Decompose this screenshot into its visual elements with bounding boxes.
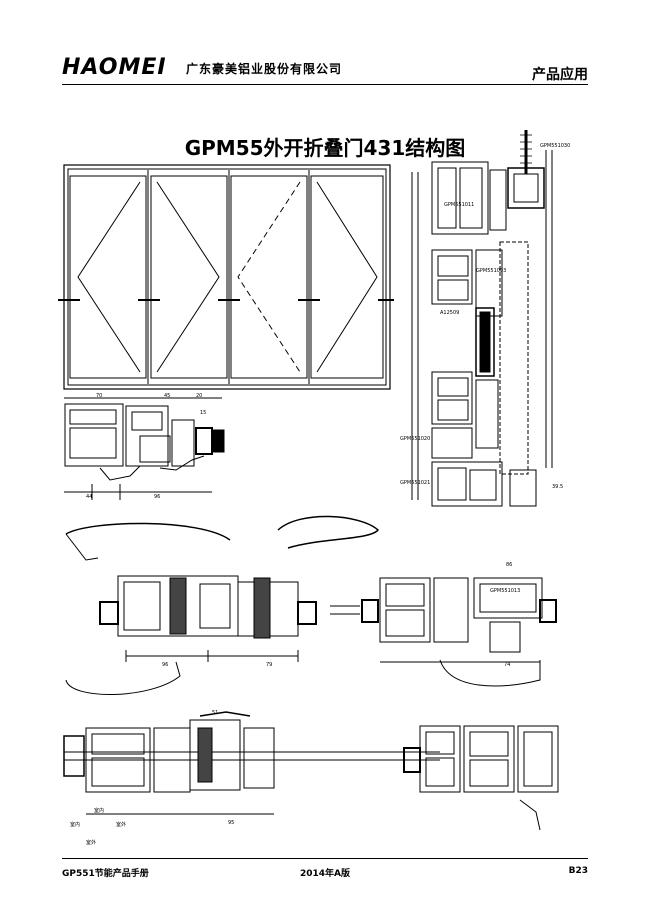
dim-86: 86 — [506, 562, 512, 568]
dim-45: 45 — [164, 393, 170, 399]
vertical-section-detail — [411, 130, 553, 507]
plan-section-bottom — [63, 711, 559, 831]
label-outdoor-2: 室外 — [86, 839, 96, 846]
plan-section-right — [361, 577, 557, 687]
section-label: 产品应用 — [532, 67, 588, 83]
label-middle-right: GPM551013 — [490, 588, 520, 594]
label-indoor-2: 室内 — [70, 821, 80, 828]
dim-20: 20 — [196, 393, 202, 399]
label-part-3: GPM551020 — [400, 436, 430, 442]
dim-96: 96 — [154, 494, 160, 500]
dim-51: 51 — [212, 710, 218, 716]
plan-section-handles — [65, 515, 380, 695]
footer-page-number: B23 — [568, 866, 588, 876]
company-name: 广东豪美铝业股份有限公司 — [186, 62, 343, 76]
label-top-part: GPM551030 — [540, 143, 570, 149]
label-indoor: 室内 — [94, 807, 104, 814]
brand-logo: HAOMEI — [62, 55, 167, 80]
dim-96-b: 96 — [162, 662, 168, 668]
door-elevation — [58, 164, 394, 390]
page-title: GPM55外开折叠门431结构图 — [184, 136, 466, 160]
footer-edition: 2014年A版 — [299, 869, 350, 879]
label-outdoor: 室外 — [116, 821, 126, 828]
header-divider — [62, 84, 588, 85]
label-part-1: GPM551011 — [444, 202, 474, 208]
label-part-2: GPM551003 — [476, 268, 506, 274]
dim-44: 44 — [86, 494, 92, 500]
footer-publication: GP551节能产品手册 — [62, 869, 149, 879]
dim-70: 70 — [96, 393, 102, 399]
dim-79: 79 — [266, 662, 272, 668]
label-seal: A12509 — [440, 310, 459, 316]
dim-39-5: 39.5 — [552, 484, 563, 490]
dim-74: 74 — [504, 662, 510, 668]
dim-95: 95 — [228, 820, 234, 826]
left-section-detail — [64, 397, 225, 500]
label-part-4: GPM551021 — [400, 480, 430, 486]
dim-15: 15 — [200, 410, 206, 416]
footer-divider — [62, 858, 588, 859]
